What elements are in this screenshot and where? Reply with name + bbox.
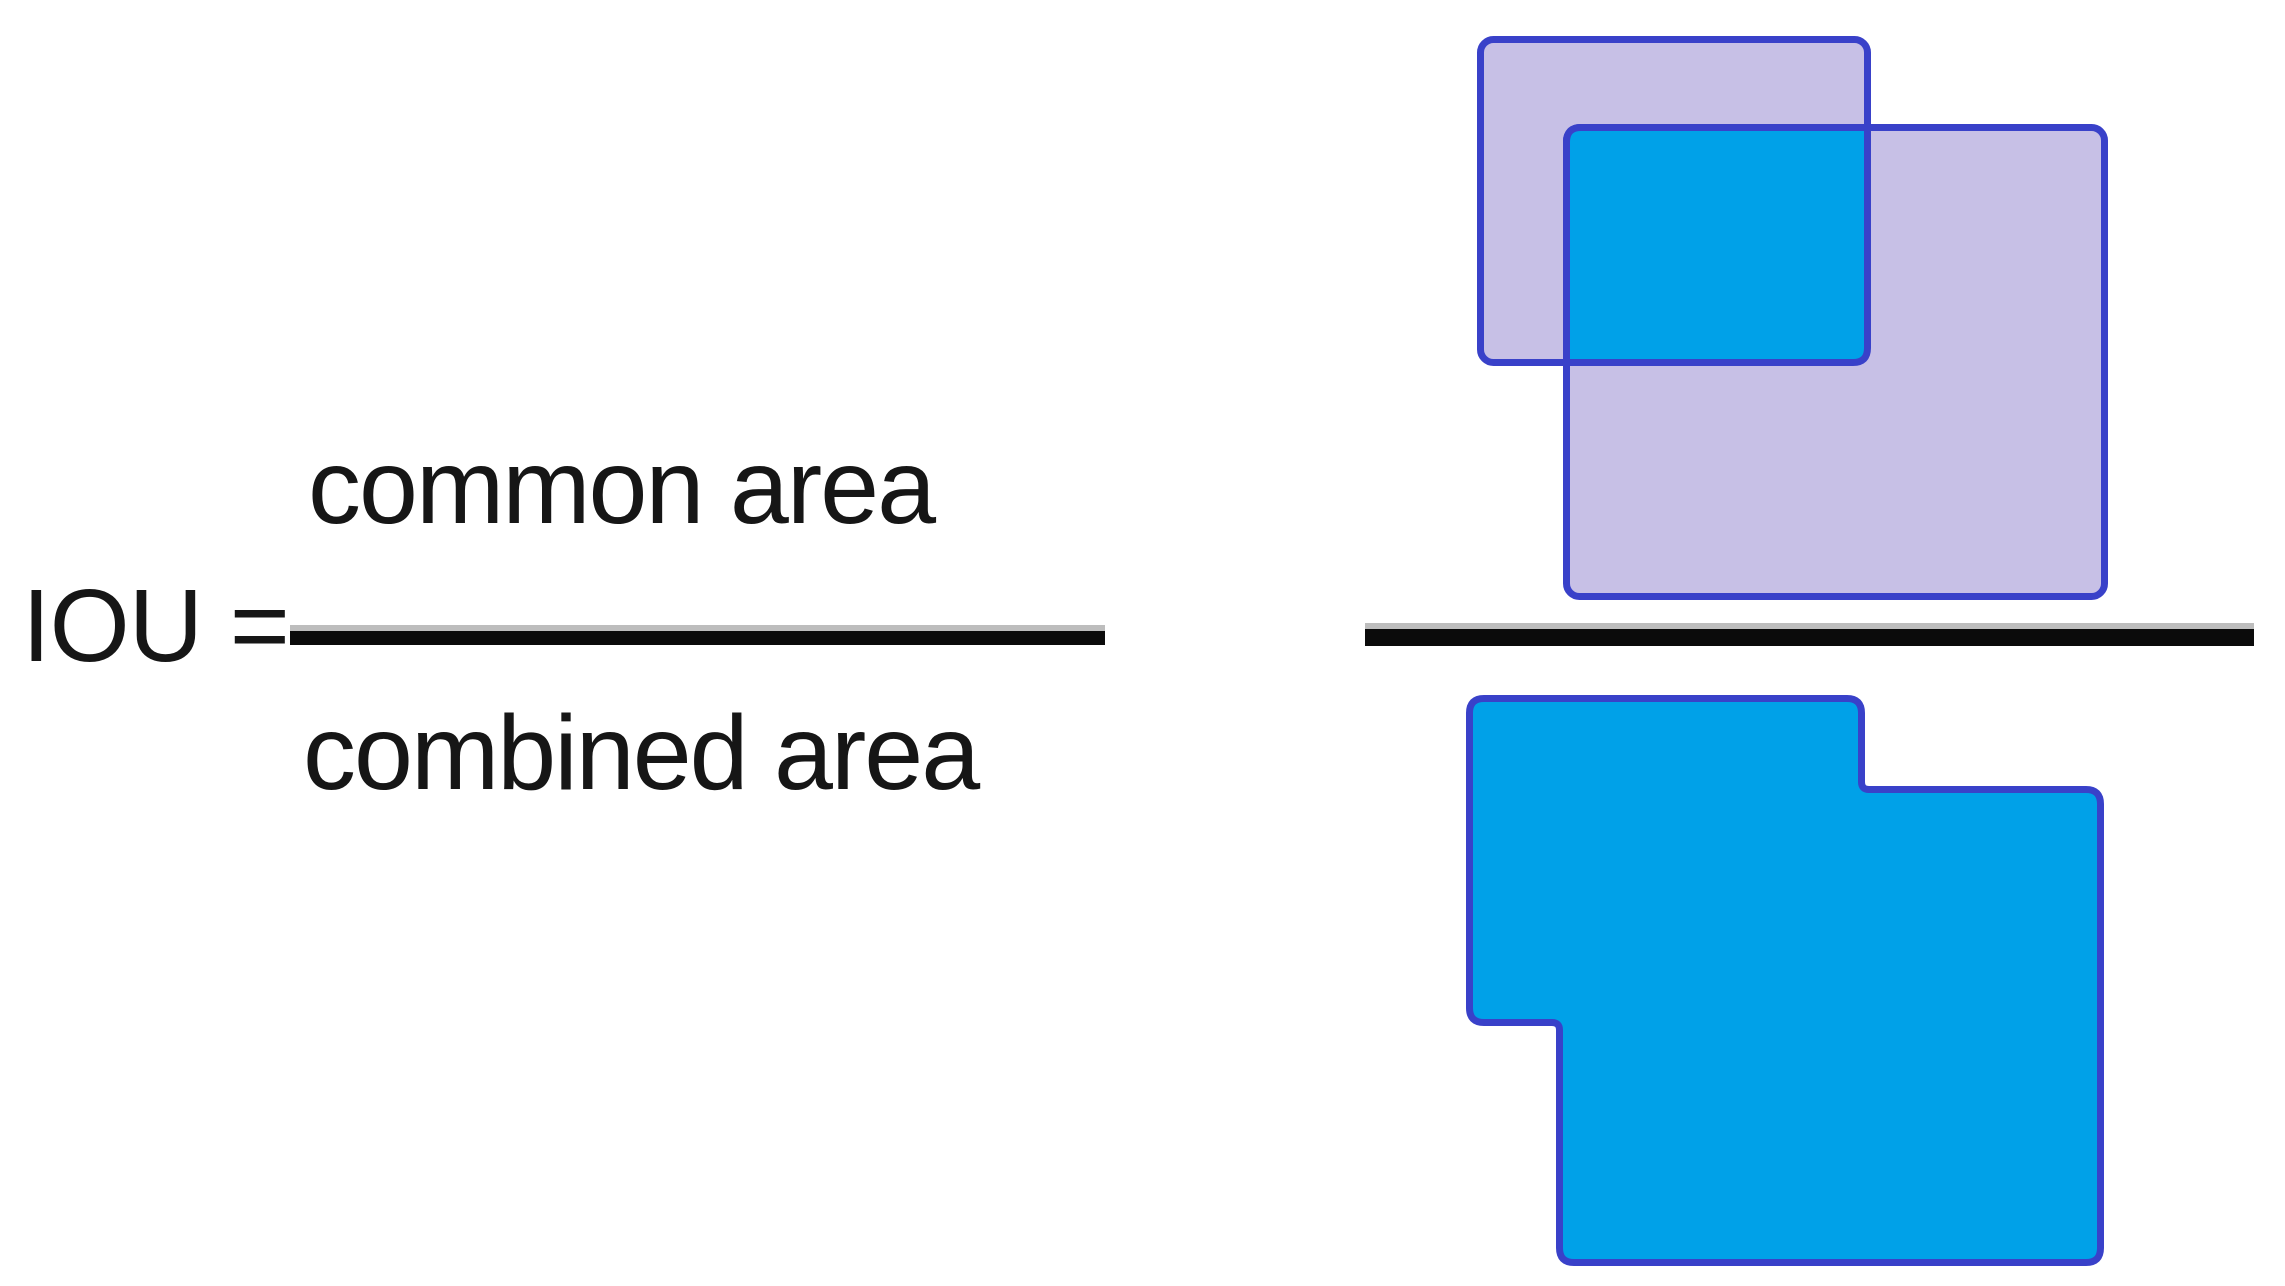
intersection-region [1563, 124, 1871, 366]
fraction-bar-left [290, 625, 1105, 645]
union-region [1466, 695, 2104, 1266]
formula-lhs: IOU = [22, 568, 290, 683]
numerator-label: common area [308, 428, 936, 546]
denominator-label: combined area [303, 694, 980, 812]
fraction-bar-right [1365, 623, 2254, 646]
